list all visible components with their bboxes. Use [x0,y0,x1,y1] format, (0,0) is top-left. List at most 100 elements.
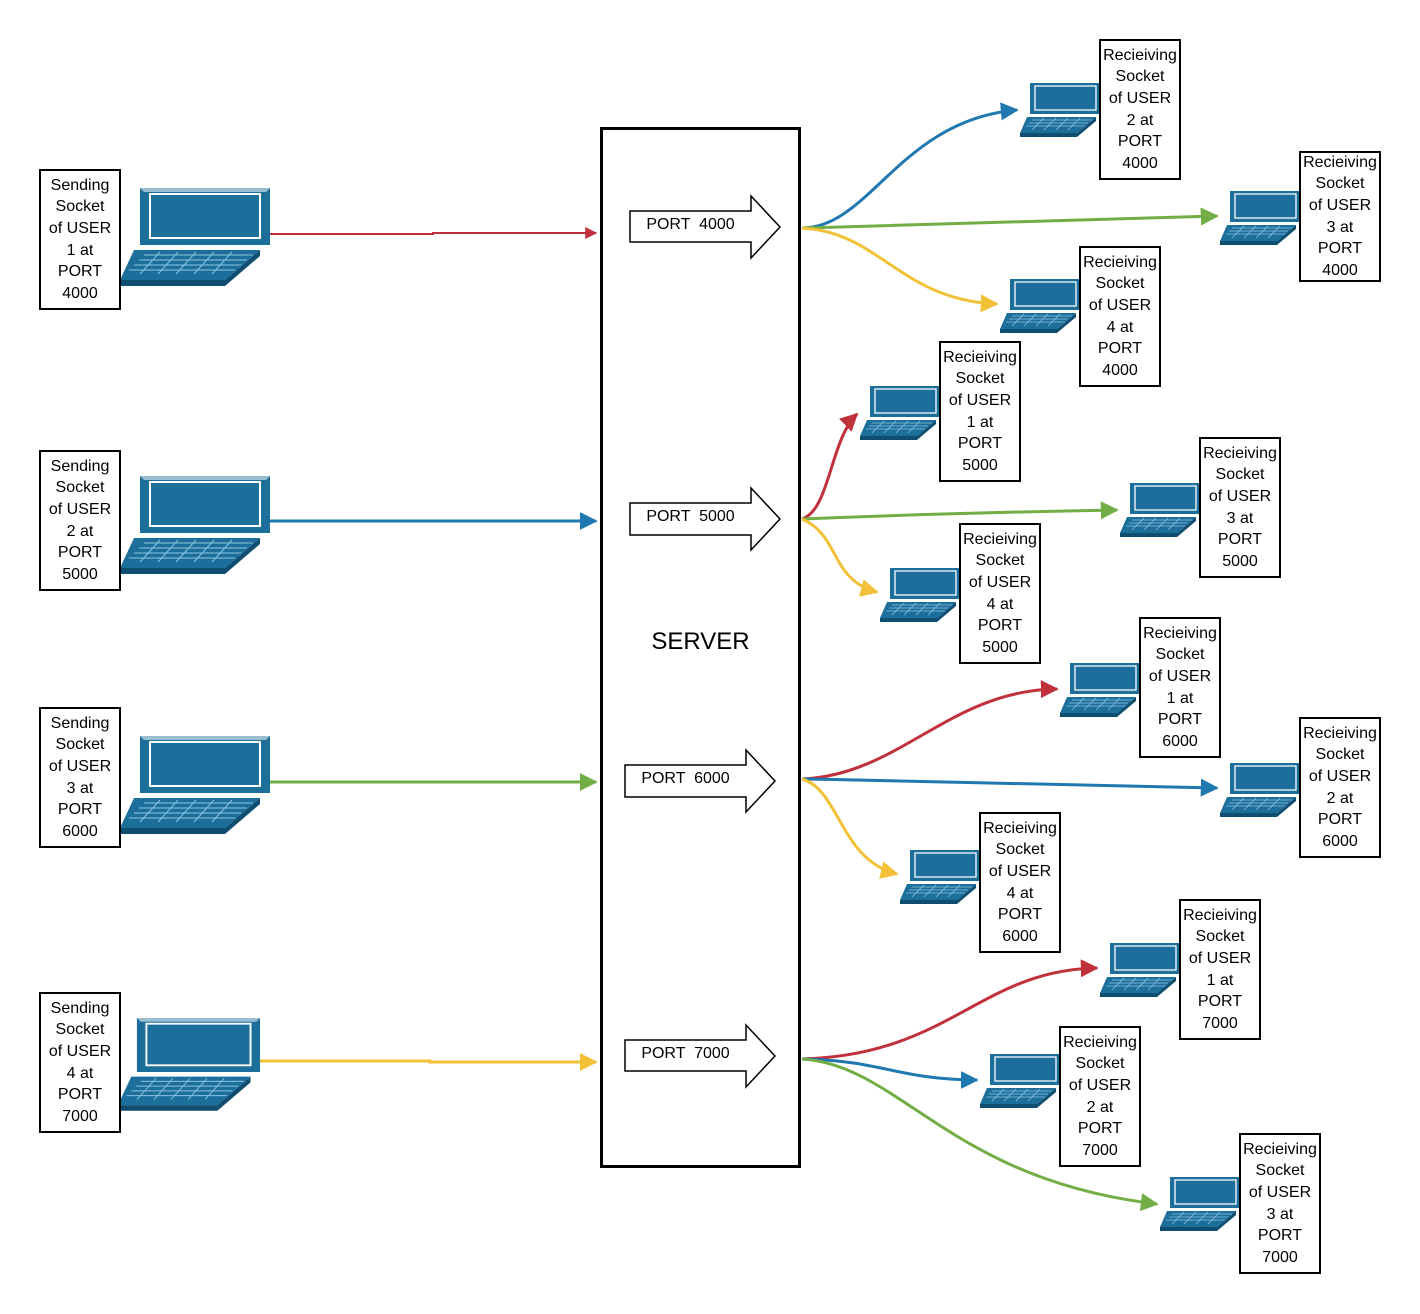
label-line: 5000 [962,456,998,474]
laptop-icon [1060,662,1140,717]
receiver-label-user3-port4000: Recieiving Socket of USER 3 at PORT 4000 [1299,151,1381,282]
label-line: PORT [1077,1120,1123,1138]
label-line: Socket [1195,928,1245,946]
connection-port4000-to-user2 [801,102,1019,230]
sender-label-user3: Sending Socket of USER 3 at PORT 6000 [39,707,121,848]
laptop-icon [1000,278,1080,333]
connection-port7000-to-user1 [801,959,1099,1061]
label-line: Sending [50,714,110,732]
label-line: PORT [1217,531,1263,549]
label-line: Sending [50,999,110,1017]
label-line: 3 at [1266,1205,1294,1223]
server-title: SERVER [651,628,750,655]
label-line: of USER [48,500,112,518]
port-label-7000: PORT 7000 [641,1045,730,1062]
label-line: 4000 [1122,154,1158,172]
label-line: PORT [57,1086,103,1104]
receiver-label-user3-port7000: Recieiving Socket of USER 3 at PORT 7000 [1239,1133,1321,1274]
label-line: 3 at [66,779,94,797]
connection-port6000-to-user2 [801,777,1219,797]
connection-port5000-to-user1 [801,412,859,521]
label-line: Recieiving [983,819,1057,837]
outgoing-connections [801,102,1219,1212]
label-line: 1 at [66,241,94,259]
label-line: PORT [1257,1227,1303,1245]
label-line: 5000 [62,565,98,583]
label-line: 4 at [1006,884,1034,902]
label-line: of USER [48,1042,112,1060]
laptop-icon [1120,482,1200,537]
connection-port7000-to-user2 [801,1057,979,1089]
label-line: Sending [50,457,110,475]
sender-label-user1: Sending Socket of USER 1 at PORT 4000 [39,169,121,310]
label-line: of USER [988,862,1052,880]
laptop-icon [120,187,270,287]
label-line: 2 at [1086,1098,1114,1116]
connection-port4000-to-user3 [801,207,1219,230]
connection-port5000-to-user4 [801,517,879,597]
laptop-icon [980,1053,1060,1108]
label-line: Recieiving [943,348,1017,366]
laptop-icon [1220,190,1300,245]
label-line: 7000 [1082,1141,1118,1159]
laptop-icon [1220,762,1300,817]
label-line: PORT [1097,340,1143,358]
label-line: PORT [977,617,1023,635]
label-line: of USER [1088,296,1152,314]
label-line: Socket [55,479,105,497]
label-line: Socket [1155,646,1205,664]
label-line: of USER [1148,667,1212,685]
incoming-connections [260,227,598,1071]
label-line: 2 at [1326,789,1354,807]
label-line: PORT [1117,133,1163,151]
label-line: Recieiving [1303,724,1377,742]
port-arrow-5000 [629,486,782,552]
label-line: Recieiving [1063,1033,1137,1051]
label-line: 7000 [62,1107,98,1125]
label-line: 2 at [1126,111,1154,129]
label-line: of USER [1308,196,1372,214]
label-line: Socket [55,1021,105,1039]
label-line: 5000 [982,638,1018,656]
laptop-icon [120,475,270,575]
receiver-label-user2-port6000: Recieiving Socket of USER 2 at PORT 6000 [1299,717,1381,858]
label-line: of USER [1108,89,1172,107]
label-line: 4000 [62,284,98,302]
port-arrow-4000 [629,194,782,260]
connection-user1-to-port4000 [270,227,598,239]
label-line: 7000 [1202,1014,1238,1032]
label-line: 6000 [1162,732,1198,750]
label-line: 1 at [966,413,994,431]
receiver-label-user2-port7000: Recieiving Socket of USER 2 at PORT 7000 [1059,1026,1141,1167]
label-line: PORT [57,263,103,281]
connection-port6000-to-user4 [801,777,899,879]
label-line: 2 at [66,522,94,540]
receiver-label-user4-port6000: Recieiving Socket of USER 4 at PORT 6000 [979,812,1061,953]
label-line: 4 at [1106,318,1134,336]
connection-port5000-to-user3 [801,501,1119,521]
label-line: of USER [48,757,112,775]
label-line: PORT [1157,711,1203,729]
laptop-icon [900,849,980,904]
label-line: 4 at [986,595,1014,613]
label-line: of USER [948,391,1012,409]
label-line: Recieiving [963,530,1037,548]
label-line: of USER [1308,767,1372,785]
receiver-label-user2-port4000: Recieiving Socket of USER 2 at PORT 4000 [1099,39,1181,180]
label-line: 6000 [1002,927,1038,945]
connection-port6000-to-user1 [801,680,1059,781]
label-line: Recieiving [1183,906,1257,924]
port-label-4000: PORT 4000 [646,216,735,233]
port-arrows [624,194,782,1089]
laptop-icon [118,1016,260,1112]
connection-port4000-to-user4 [801,226,999,313]
sender-label-user2: Sending Socket of USER 2 at PORT 5000 [39,450,121,591]
label-line: PORT [1317,240,1363,258]
label-line: PORT [1197,993,1243,1011]
receiver-label-user4-port5000: Recieiving Socket of USER 4 at PORT 5000 [959,523,1041,664]
label-line: 3 at [1226,509,1254,527]
label-line: Socket [55,198,105,216]
receiver-label-user4-port4000: Recieiving Socket of USER 4 at PORT 4000 [1079,246,1161,387]
label-line: of USER [48,219,112,237]
label-line: Socket [1095,275,1145,293]
